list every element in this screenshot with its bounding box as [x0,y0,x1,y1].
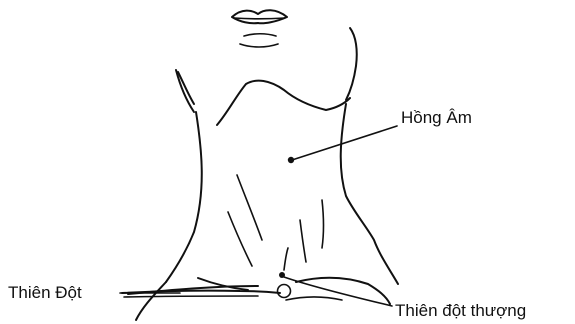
thien-dot-point [278,285,291,298]
jaw-drawing [176,28,357,125]
label-thien-dot: Thiên Đột [8,283,82,302]
hong-am-leader-line [292,126,397,160]
thien-dot-marker [122,291,280,297]
thien-dot-thuong-leader-line [284,277,392,306]
label-hong-am: Hồng Âm [401,108,472,127]
label-thien-dot-thuong: Thiên đột thượng [395,301,526,320]
neck-muscle-lines [228,175,324,270]
lips-drawing [232,10,287,47]
neck-outline-drawing [128,104,398,320]
